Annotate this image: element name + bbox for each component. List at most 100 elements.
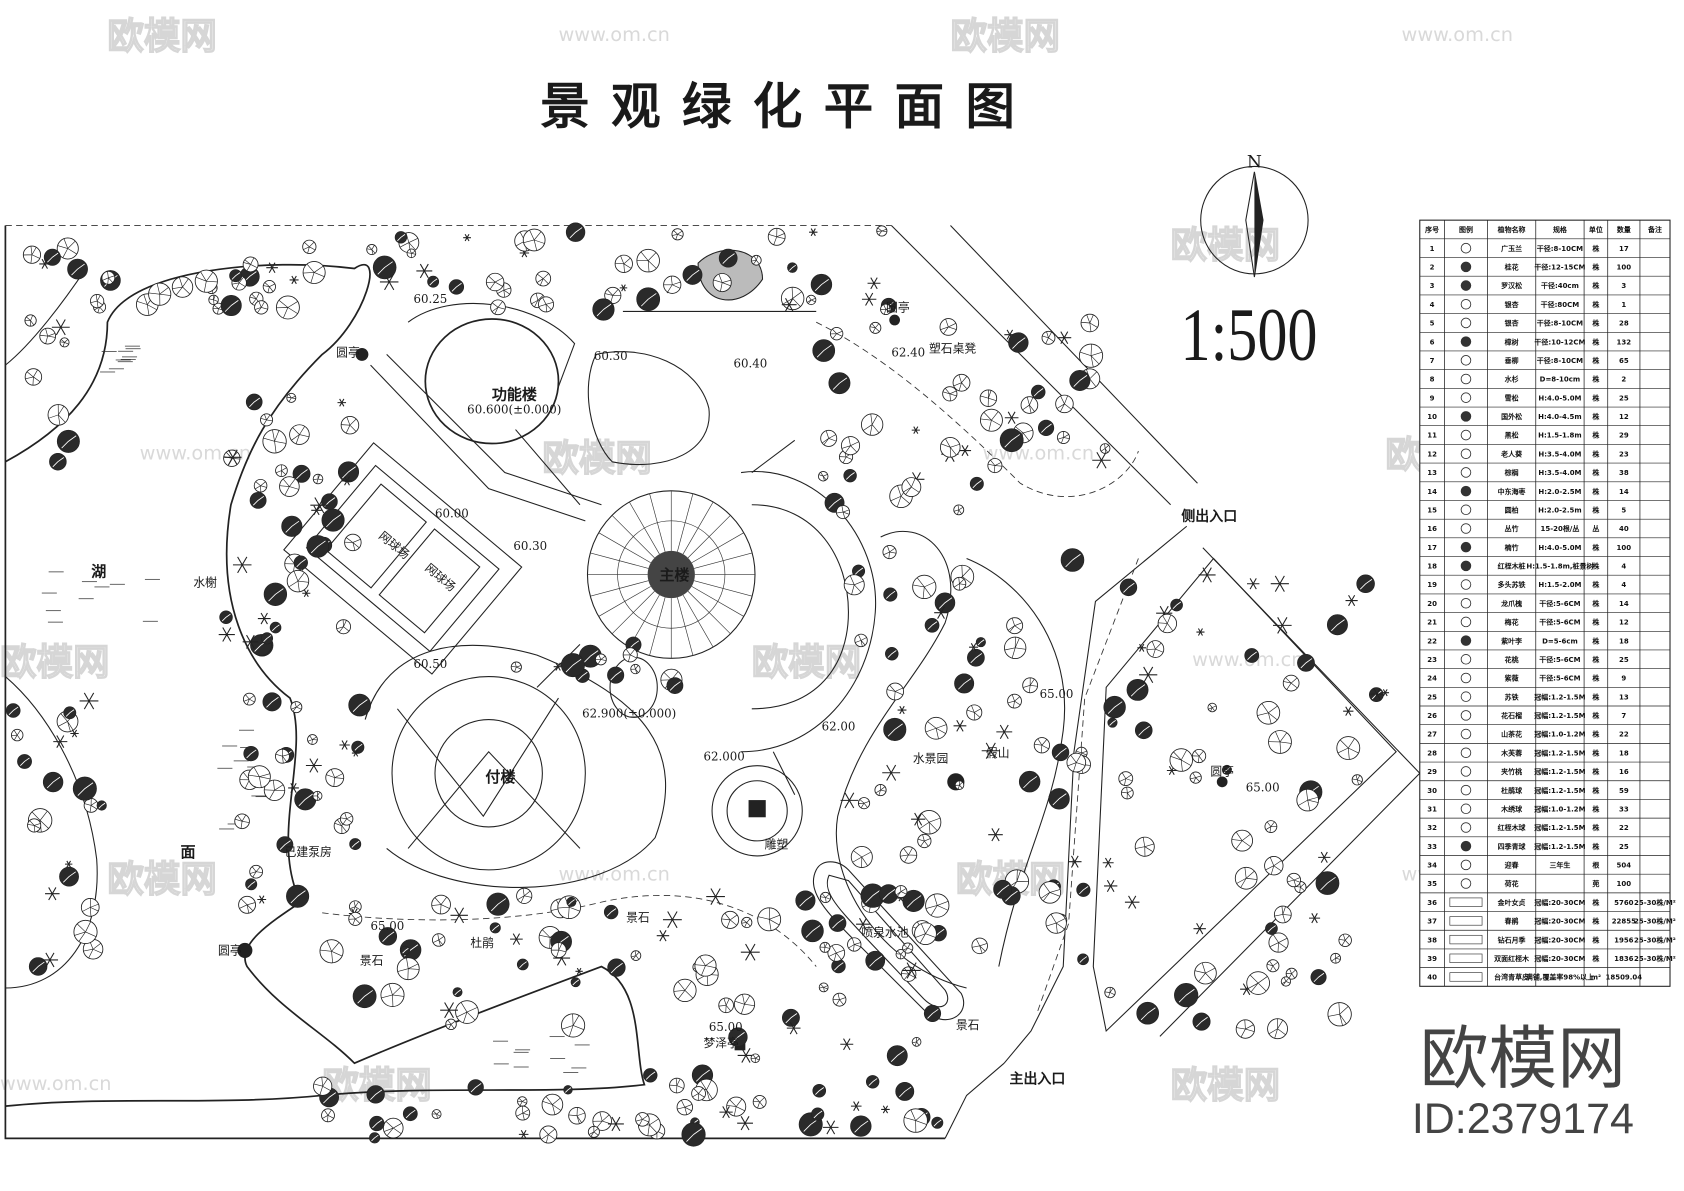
tree-symbol — [1119, 578, 1138, 597]
tree-symbol — [810, 273, 833, 296]
tree-symbol — [220, 294, 242, 317]
table-cell: 25-30株/M² — [1634, 898, 1676, 907]
tree-symbol — [981, 742, 1000, 759]
tree-symbol — [56, 429, 80, 453]
table-cell: 13 — [1427, 469, 1437, 477]
table-cell: 苏铁 — [1505, 692, 1519, 701]
table-cell: 40 — [1619, 525, 1629, 533]
tree-symbol — [82, 939, 104, 960]
table-cell: 冠幅:1.0-1.2M — [1534, 730, 1585, 739]
elevation-label: 65.00 — [1040, 687, 1074, 701]
table-cell: 16 — [1619, 768, 1629, 776]
tree-symbol — [431, 894, 451, 915]
tree-symbol — [750, 1053, 761, 1063]
tree-symbol — [342, 476, 352, 486]
plant-symbol-icon — [1460, 710, 1472, 721]
tree-symbol — [1326, 614, 1348, 636]
tree-symbol — [673, 978, 697, 1002]
main-building — [515, 429, 877, 795]
tree-symbol — [232, 556, 252, 574]
tree-symbol — [1120, 786, 1134, 800]
plant-symbol-icon — [1460, 579, 1472, 590]
tree-symbol — [840, 792, 859, 809]
table-cell: H:4.0-4.5m — [1538, 413, 1581, 421]
tree-symbol — [1146, 640, 1165, 658]
plant-symbol-icon — [1460, 597, 1472, 609]
plant-symbol-icon — [1460, 803, 1472, 815]
table-cell: 黑松 — [1505, 431, 1519, 440]
tree-symbol — [560, 653, 585, 678]
tree-symbol — [1022, 677, 1039, 694]
table-cell: 荷花 — [1504, 879, 1519, 888]
tree-symbol — [860, 883, 885, 908]
tree-symbol — [1244, 648, 1260, 663]
label-round-pavilion: 圆亭 — [336, 346, 360, 360]
table-cell: 雪松 — [1505, 393, 1519, 402]
tree-symbol — [1327, 1002, 1352, 1027]
table-cell: 19 — [1427, 581, 1437, 589]
tree-symbol — [39, 258, 51, 269]
tree-symbol — [337, 398, 347, 407]
tree-symbol — [850, 1101, 862, 1111]
label-water-pavilion: 水榭 — [193, 575, 217, 589]
table-cell: 株 — [1592, 917, 1600, 926]
tree-symbol — [663, 275, 682, 294]
tree-symbol — [570, 977, 581, 988]
table-cell: 18 — [1619, 637, 1629, 645]
tree-symbol — [923, 1004, 942, 1023]
tree-symbol — [257, 612, 271, 625]
tree-symbol — [902, 889, 925, 913]
table-cell: 冠幅:1.0-1.2M — [1534, 804, 1585, 813]
drawing-title: 景 观 绿 化 平 面 图 — [540, 78, 1017, 136]
tree-symbol — [538, 296, 555, 313]
tree-symbol — [59, 337, 70, 348]
table-cell: 23 — [1427, 656, 1437, 664]
table-cell: 满铺,覆盖率98%以上 — [1526, 973, 1594, 982]
table-cell: 11 — [1427, 432, 1437, 440]
tree-symbol — [917, 833, 932, 849]
table-cell: 干径:40cm — [1541, 281, 1579, 290]
watermark-brand: 欧模网 — [950, 14, 1060, 57]
tree-symbol — [971, 937, 988, 955]
round-pavilion-marker — [355, 347, 369, 361]
tree-symbol — [288, 782, 299, 793]
table-cell: 株 — [1592, 487, 1600, 496]
plant-symbol-icon — [1460, 728, 1472, 740]
tree-symbol — [1280, 976, 1292, 987]
table-cell: 干径:8-10CM — [1537, 356, 1583, 365]
tree-symbol — [867, 277, 881, 290]
tree-symbol — [279, 476, 300, 497]
tree-symbol — [1270, 575, 1289, 592]
tree-symbol — [1055, 394, 1074, 414]
tree-symbol — [463, 234, 471, 242]
tree-symbol — [886, 1045, 908, 1067]
tree-symbol — [1068, 855, 1082, 868]
tree-symbol — [319, 939, 344, 964]
table-cell: 备注 — [1647, 225, 1662, 234]
label-tennis-court: 网球场 — [422, 561, 458, 595]
tree-symbol — [954, 673, 975, 694]
tree-symbol — [260, 632, 274, 645]
tree-symbol — [263, 582, 288, 606]
tree-symbol — [860, 413, 884, 436]
tree-symbol — [485, 272, 505, 292]
tree-symbol — [726, 1096, 747, 1117]
tree-symbol — [242, 256, 259, 273]
tree-symbol — [262, 429, 287, 454]
tree-symbol — [966, 704, 983, 721]
table-cell: 冠幅:1.2-1.5M — [1534, 692, 1585, 701]
legend-hatch-icon — [1449, 934, 1483, 945]
tree-symbol — [286, 884, 310, 908]
table-cell: H:1.5-2.0M — [1538, 581, 1581, 589]
tree-symbol — [1256, 700, 1281, 725]
tree-symbol — [229, 269, 243, 283]
plant-symbol-icon — [1460, 672, 1472, 684]
table-cell: 26 — [1427, 712, 1437, 720]
tree-symbol — [828, 914, 847, 932]
table-cell: 株 — [1592, 748, 1600, 757]
table-cell: 三年生 — [1549, 861, 1570, 870]
table-cell: 株 — [1592, 898, 1600, 907]
table-cell: 水杉 — [1505, 375, 1519, 384]
tree-symbol — [307, 734, 318, 745]
plant-symbol-icon — [1460, 373, 1472, 385]
